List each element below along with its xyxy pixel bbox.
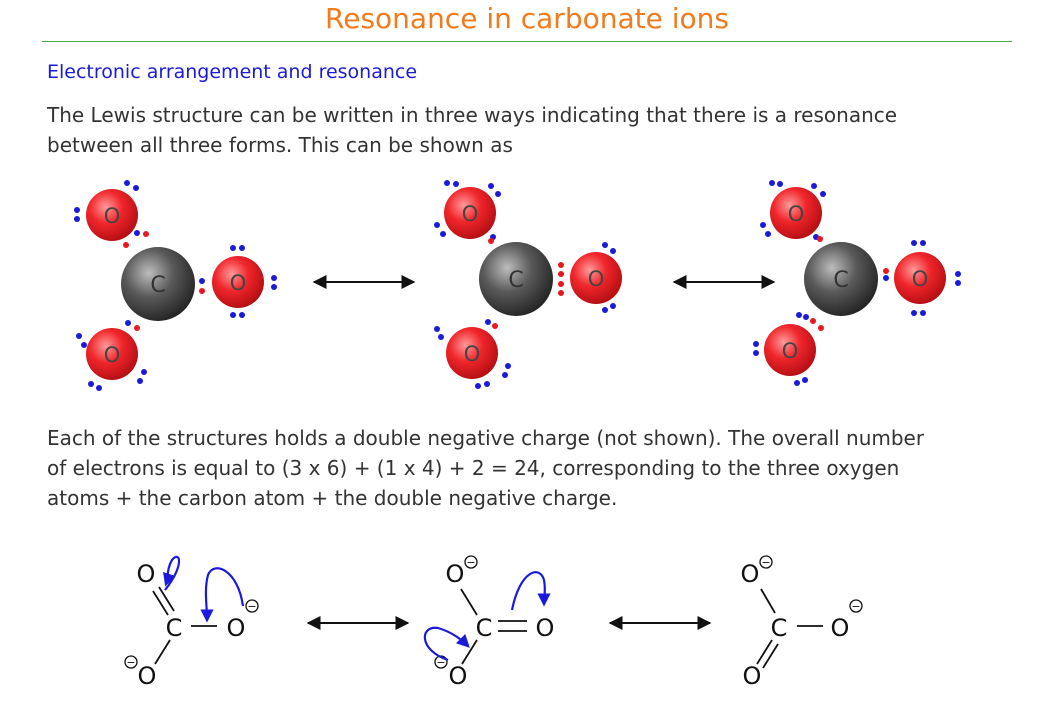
carbon-label: C bbox=[150, 273, 165, 298]
intro-line-1: The Lewis structure can be written in th… bbox=[47, 103, 898, 127]
oxygen-atom-bottom bbox=[764, 324, 816, 376]
oxygen-label: O bbox=[462, 202, 479, 226]
page-title: Resonance in carbonate ions bbox=[325, 2, 729, 35]
ball-structure-2: C O O O bbox=[434, 180, 622, 389]
oxygen-label: O bbox=[138, 662, 157, 690]
carbon-label: C bbox=[771, 614, 788, 642]
skeletal-structure-3-labels: C O O O bbox=[741, 560, 850, 690]
svg-text:−: − bbox=[247, 600, 256, 613]
oxygen-label: O bbox=[536, 614, 555, 642]
svg-text:−: − bbox=[466, 556, 475, 569]
oxygen-label: O bbox=[782, 339, 799, 363]
oxygen-label: O bbox=[230, 271, 247, 295]
oxygen-atom-bottom bbox=[86, 328, 138, 380]
carbon-atom bbox=[479, 242, 553, 316]
bonding-electrons bbox=[123, 231, 205, 331]
intro-line-2: between all three forms. This can be sho… bbox=[47, 133, 513, 157]
oxygen-label: O bbox=[104, 343, 121, 367]
svg-text:−: − bbox=[436, 656, 445, 669]
oxygen-label: O bbox=[104, 204, 121, 228]
oxygen-label: O bbox=[137, 560, 156, 588]
curly-arrows bbox=[163, 555, 245, 623]
lone-pair-electrons bbox=[753, 180, 961, 386]
skeletal-structure-2-labels: C O O O bbox=[446, 560, 555, 690]
oxygen-label: O bbox=[464, 342, 481, 366]
ball-structure-1: C O O O bbox=[74, 180, 277, 391]
svg-text:−: − bbox=[126, 656, 135, 669]
oxygen-atom-bottom bbox=[446, 327, 498, 379]
curly-arrows bbox=[423, 571, 551, 662]
charge-line-3: atoms + the carbon atom + the double neg… bbox=[47, 486, 618, 510]
lone-pair-electrons bbox=[74, 180, 277, 391]
oxygen-label: O bbox=[788, 202, 805, 226]
charge-line-2: of electrons is equal to (3 x 6) + (1 x … bbox=[47, 456, 900, 480]
skeletal-structure-3 bbox=[756, 588, 823, 669]
oxygen-label: O bbox=[227, 614, 246, 642]
ball-structure-3: C O O O bbox=[753, 180, 961, 386]
skeletal-structure-1 bbox=[152, 586, 217, 665]
intro-paragraph: The Lewis structure can be written in th… bbox=[47, 100, 1007, 160]
oxygen-label: O bbox=[588, 267, 605, 291]
charge-line-1: Each of the structures holds a double ne… bbox=[47, 426, 925, 450]
oxygen-atom-top bbox=[444, 187, 496, 239]
oxygen-atom-top bbox=[86, 189, 138, 241]
oxygen-atom-right bbox=[894, 252, 946, 304]
oxygen-label: O bbox=[741, 560, 760, 588]
carbon-atom bbox=[121, 247, 195, 321]
carbon-label: C bbox=[508, 268, 523, 293]
bonding-electrons bbox=[810, 236, 889, 331]
carbon-label: C bbox=[166, 614, 183, 642]
bonding-electrons bbox=[488, 238, 564, 329]
svg-text:−: − bbox=[851, 600, 860, 613]
svg-text:−: − bbox=[761, 556, 770, 569]
oxygen-atom-right bbox=[212, 256, 264, 308]
oxygen-label: O bbox=[831, 614, 850, 642]
oxygen-atom-top bbox=[770, 187, 822, 239]
oxygen-label: O bbox=[743, 662, 762, 690]
oxygen-atom-right bbox=[570, 252, 622, 304]
carbon-atom bbox=[804, 242, 878, 316]
carbon-label: C bbox=[476, 614, 493, 642]
oxygen-label: O bbox=[449, 662, 468, 690]
charge-paragraph: Each of the structures holds a double ne… bbox=[47, 423, 1007, 513]
carbon-label: C bbox=[833, 268, 848, 293]
section-subtitle: Electronic arrangement and resonance bbox=[47, 61, 418, 83]
lone-pair-electrons bbox=[434, 180, 616, 389]
skeletal-structure-2 bbox=[460, 588, 527, 665]
negative-charge-symbols: − − bbox=[759, 555, 863, 613]
title-divider bbox=[42, 41, 1012, 42]
oxygen-label: O bbox=[912, 267, 929, 291]
oxygen-label: O bbox=[446, 560, 465, 588]
skeletal-structure-1-labels: C O O O bbox=[137, 560, 246, 690]
negative-charge-symbols: − − bbox=[124, 599, 259, 669]
